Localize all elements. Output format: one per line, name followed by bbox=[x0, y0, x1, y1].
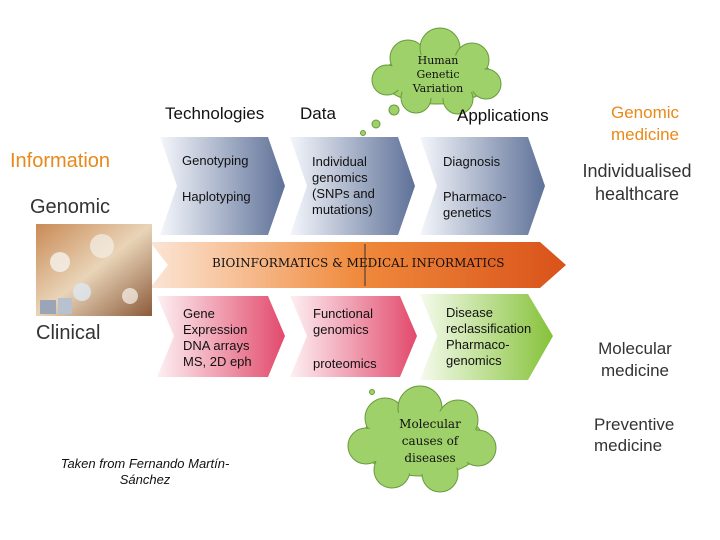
banner-text: BIOINFORMATICS & MEDICAL INFORMATICS bbox=[212, 256, 505, 270]
cloud-dot bbox=[371, 119, 381, 129]
functional-genomics-text: Functional genomics bbox=[313, 306, 373, 337]
header-applications: Applications bbox=[457, 106, 549, 125]
gene-expression-text: Gene Expression DNA arrays MS, 2D eph bbox=[183, 306, 252, 369]
chevron-bottom-1 bbox=[157, 296, 285, 377]
proteomics-text: proteomics bbox=[313, 356, 377, 371]
cloud-dot bbox=[369, 389, 375, 395]
chevron-bottom-3 bbox=[420, 294, 553, 380]
label-genomic: Genomic bbox=[30, 196, 111, 218]
label-clinical: Clinical bbox=[36, 322, 101, 344]
chevron-top-1 bbox=[160, 137, 285, 235]
label-information: Information bbox=[10, 150, 111, 172]
label-molecular-medicine: Molecular medicine bbox=[598, 339, 672, 380]
label-individualised-healthcare: Individualised healthcare bbox=[582, 161, 692, 204]
haplotyping-text: Haplotyping bbox=[182, 189, 251, 204]
chevron-top-3 bbox=[420, 137, 545, 235]
individual-genomics-text: Individual genomics (SNPs and mutations) bbox=[312, 154, 375, 217]
chevron-bottom-2 bbox=[290, 296, 417, 377]
chevron-top-2 bbox=[290, 137, 415, 235]
header-data: Data bbox=[300, 104, 336, 123]
label-genomic-medicine: Genomic medicine bbox=[610, 103, 680, 144]
cloud-top-text: Human Genetic Variation bbox=[412, 54, 464, 95]
diagnosis-text: Diagnosis bbox=[443, 154, 501, 169]
credit-text: Taken from Fernando Martín-Sánchez bbox=[60, 456, 230, 487]
header-technologies: Technologies bbox=[165, 104, 265, 123]
cloud-dot bbox=[388, 104, 400, 116]
bioinformatics-banner-arrow bbox=[150, 242, 566, 288]
label-preventive-medicine: Preventive medicine bbox=[594, 415, 675, 455]
disease-reclassification-text: Disease reclassification Pharmaco-genomi… bbox=[446, 305, 532, 368]
cloud-bottom-text: Molecular causes of diseases bbox=[399, 417, 461, 465]
genotyping-text: Genotyping bbox=[182, 153, 249, 168]
pharmacogenetics-text: Pharmaco-genetics bbox=[443, 189, 507, 220]
cloud-dot bbox=[360, 130, 366, 136]
